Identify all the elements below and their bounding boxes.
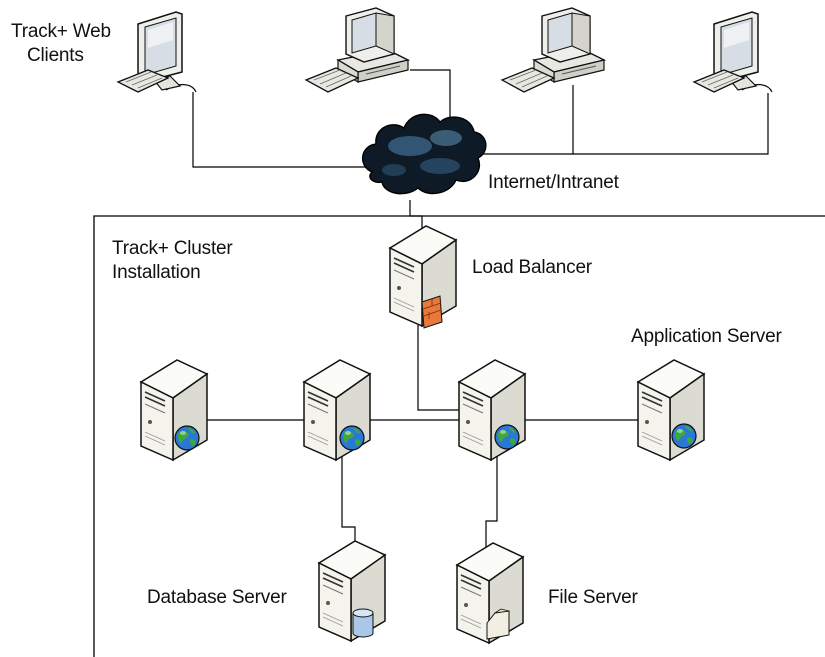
application-server-label: Application Server bbox=[631, 326, 782, 347]
globe-icon bbox=[494, 424, 520, 450]
cluster-label-line1: Track+ Cluster bbox=[112, 238, 233, 259]
network-label: Internet/Intranet bbox=[488, 172, 619, 193]
cluster-label: Track+ Cluster Installation bbox=[112, 237, 233, 285]
file-folder-icon bbox=[486, 608, 510, 640]
firewall-icon bbox=[421, 295, 443, 329]
globe-icon bbox=[671, 423, 697, 449]
clients-label: Track+ Web Clients bbox=[11, 20, 131, 68]
cluster-boundary bbox=[93, 215, 825, 657]
client-monitor-4 bbox=[693, 11, 773, 93]
app-server-2 bbox=[303, 359, 371, 461]
globe-icon bbox=[339, 425, 365, 451]
app-server-4 bbox=[637, 359, 705, 461]
clients-label-line1: Track+ Web bbox=[11, 21, 111, 42]
client-desktop-3 bbox=[501, 7, 605, 93]
app-server-3 bbox=[458, 359, 526, 461]
file-server-label: File Server bbox=[548, 587, 638, 608]
database-cylinder-icon bbox=[352, 608, 374, 638]
globe-icon bbox=[174, 425, 200, 451]
database-server-label: Database Server bbox=[147, 587, 287, 608]
connection-lines bbox=[192, 69, 769, 547]
app-server-1 bbox=[140, 359, 208, 461]
cluster-label-line2: Installation bbox=[112, 262, 201, 283]
load-balancer-label: Load Balancer bbox=[472, 257, 592, 278]
cloud-icon bbox=[362, 113, 487, 195]
file-server bbox=[456, 542, 524, 644]
client-desktop-2 bbox=[305, 7, 409, 93]
clients-label-line2: Clients bbox=[27, 45, 84, 66]
database-server bbox=[318, 540, 386, 642]
load-balancer-server bbox=[389, 225, 457, 329]
